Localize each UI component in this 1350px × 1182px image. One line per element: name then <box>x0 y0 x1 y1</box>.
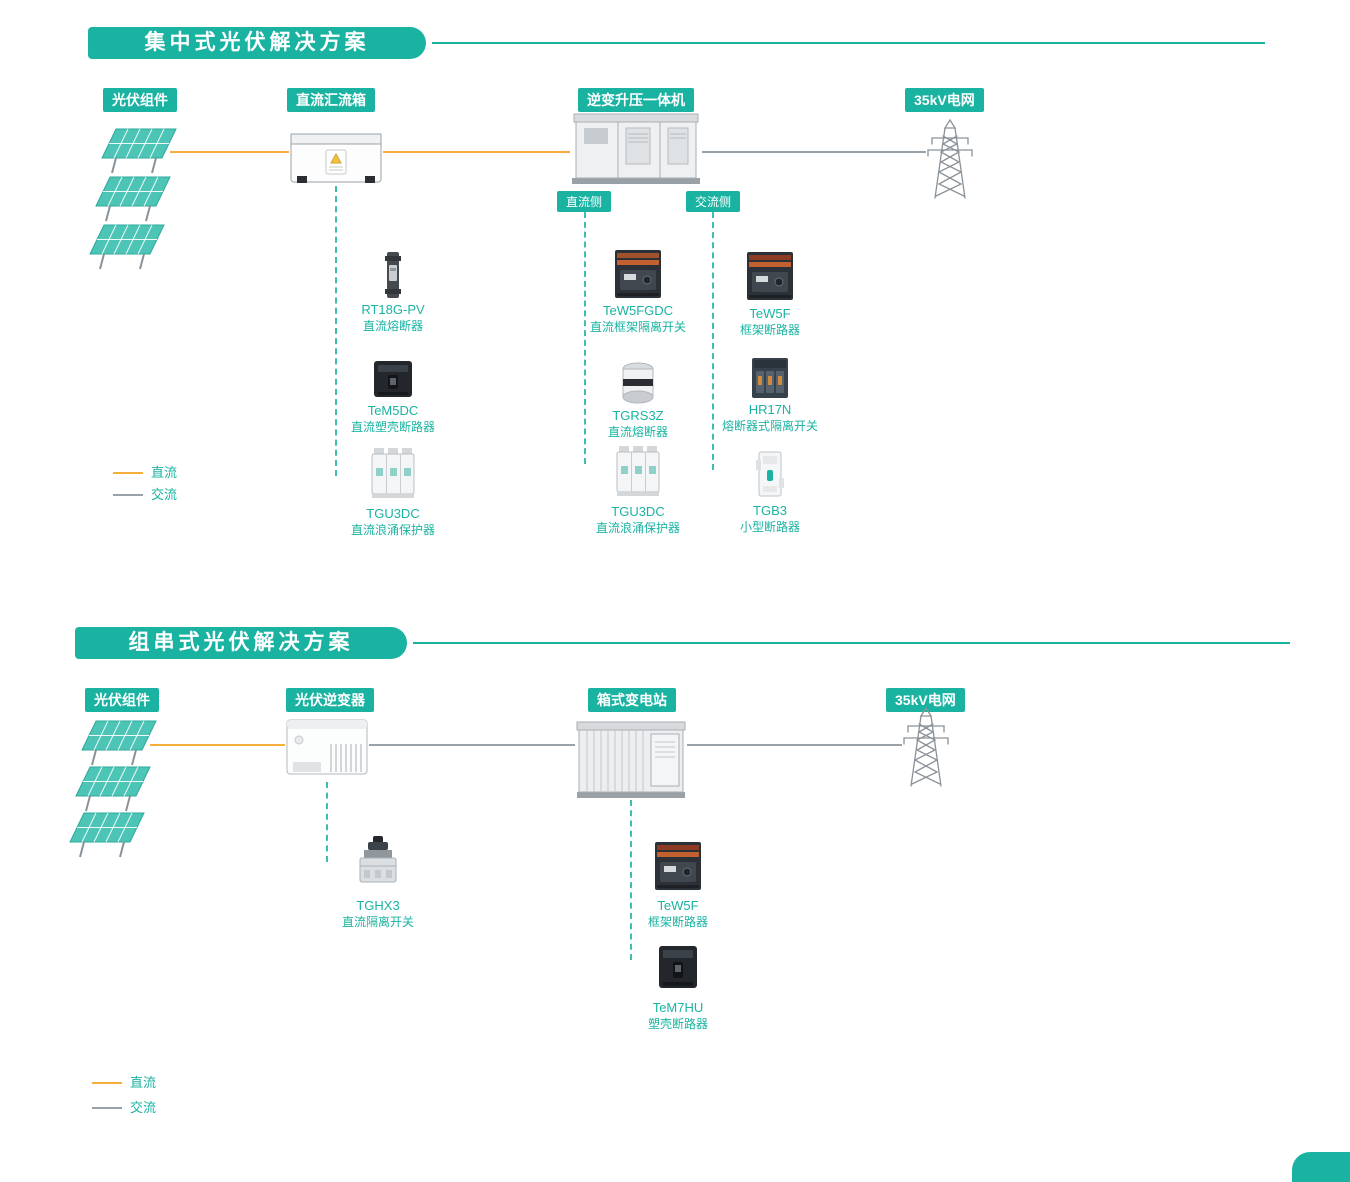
product-desc: 小型断路器 <box>739 520 800 534</box>
solar-panel-icon <box>68 810 148 865</box>
product-desc: 塑壳断路器 <box>647 1017 708 1031</box>
dashed-connector <box>326 782 328 862</box>
frame-isolator-icon <box>613 248 663 305</box>
node-label-grid: 35kV电网 <box>905 88 984 112</box>
inverter-station-icon <box>570 110 702 193</box>
product-desc: 直流浪涌保护器 <box>595 521 680 535</box>
section2-title: 组串式光伏解决方案 <box>75 627 407 659</box>
frame-breaker-icon <box>653 840 703 897</box>
dc-side-badge: 直流侧 <box>557 191 612 212</box>
legend-ac-label: 交流 <box>130 1100 157 1115</box>
rotary-isolator-icon <box>356 834 400 891</box>
product-name: TeW5FGDC <box>602 303 674 318</box>
product-name: TeW5F <box>657 898 699 913</box>
product-label: TeW5F 框架断路器 <box>695 306 845 338</box>
solar-panel-icon <box>94 174 174 229</box>
ac-flow-line <box>687 744 902 746</box>
node-label-pv-modules: 光伏组件 <box>85 688 159 712</box>
molded-case-breaker-icon <box>657 944 699 995</box>
product-label: TGHX3 直流隔离开关 <box>303 898 453 930</box>
product-name: TeM5DC <box>367 403 419 418</box>
product-desc: 直流浪涌保护器 <box>350 523 435 537</box>
product-desc: 框架断路器 <box>739 323 800 337</box>
dc-flow-line <box>383 151 570 153</box>
product-name: TGU3DC <box>366 506 420 521</box>
node-label-combiner-box: 直流汇流箱 <box>287 88 375 112</box>
section1-title: 集中式光伏解决方案 <box>88 27 426 59</box>
product-label: TGU3DC 直流浪涌保护器 <box>318 506 468 538</box>
ac-flow-line <box>702 151 926 153</box>
product-name: TGU3DC <box>611 504 665 519</box>
product-name: TGB3 <box>753 503 787 518</box>
product-label: RT18G-PV 直流熔断器 <box>318 302 468 334</box>
legend-ac-line <box>92 1107 122 1109</box>
string-inverter-icon <box>285 718 369 787</box>
product-desc: 直流塑壳断路器 <box>350 420 435 434</box>
product-label: TeM5DC 直流塑壳断路器 <box>318 403 468 435</box>
surge-protector-icon <box>370 446 416 505</box>
dashed-connector <box>584 212 586 464</box>
node-label-string-inverter: 光伏逆变器 <box>286 688 374 712</box>
section1-title-line <box>432 42 1265 44</box>
dc-fuse-icon <box>382 250 404 305</box>
fuse-switch-icon <box>750 356 790 405</box>
section2-title-line <box>413 642 1290 644</box>
node-label-inverter-station: 逆变升压一体机 <box>578 88 694 112</box>
combiner-box-icon <box>289 126 383 191</box>
transmission-tower-icon <box>898 706 954 793</box>
dc-flow-line <box>150 744 285 746</box>
product-desc: 熔断器式隔离开关 <box>721 419 818 433</box>
product-desc: 直流熔断器 <box>362 319 423 333</box>
product-label: HR17N 熔断器式隔离开关 <box>695 402 845 434</box>
dc-flow-line <box>170 151 289 153</box>
product-name: TeW5F <box>749 306 791 321</box>
legend-dc-line <box>92 1082 122 1084</box>
frame-breaker-icon <box>745 250 795 307</box>
legend-dc-line <box>113 472 143 474</box>
solar-panel-icon <box>88 222 168 277</box>
node-label-box-substation: 箱式变电站 <box>588 688 676 712</box>
product-name: TGRS3Z <box>612 408 664 423</box>
solar-panel-icon <box>74 764 154 819</box>
product-name: HR17N <box>748 402 792 417</box>
legend-ac-label: 交流 <box>151 487 178 502</box>
solar-panel-icon <box>80 718 160 773</box>
dashed-connector <box>335 186 337 476</box>
legend-ac-line <box>113 494 143 496</box>
cylindrical-fuse-icon <box>618 360 658 411</box>
product-desc: 直流框架隔离开关 <box>589 320 686 334</box>
box-substation-icon <box>575 714 687 805</box>
legend-dc-label: 直流 <box>151 465 178 480</box>
dashed-connector <box>712 212 714 470</box>
product-desc: 框架断路器 <box>647 915 708 929</box>
solar-panel-icon <box>100 126 180 181</box>
product-name: RT18G-PV <box>361 302 425 317</box>
corner-decoration <box>1292 1152 1350 1182</box>
node-label-pv-modules: 光伏组件 <box>103 88 177 112</box>
transmission-tower-icon <box>922 118 978 205</box>
product-label: TeM7HU 塑壳断路器 <box>603 1000 753 1032</box>
product-label: TGU3DC 直流浪涌保护器 <box>563 504 713 536</box>
product-label: TGB3 小型断路器 <box>695 503 845 535</box>
product-desc: 直流熔断器 <box>607 425 668 439</box>
molded-case-breaker-icon <box>372 358 414 405</box>
product-label: TGRS3Z 直流熔断器 <box>563 408 713 440</box>
product-label: TeW5F 框架断路器 <box>603 898 753 930</box>
product-desc: 直流隔离开关 <box>341 915 414 929</box>
ac-side-badge: 交流侧 <box>686 191 741 212</box>
dashed-connector <box>630 800 632 960</box>
legend-dc-label: 直流 <box>130 1075 157 1090</box>
surge-protector-icon <box>615 444 661 503</box>
ac-flow-line <box>369 744 575 746</box>
product-name: TGHX3 <box>356 898 400 913</box>
product-name: TeM7HU <box>652 1000 704 1015</box>
miniature-breaker-icon <box>754 450 786 503</box>
product-label: TeW5FGDC 直流框架隔离开关 <box>563 303 713 335</box>
